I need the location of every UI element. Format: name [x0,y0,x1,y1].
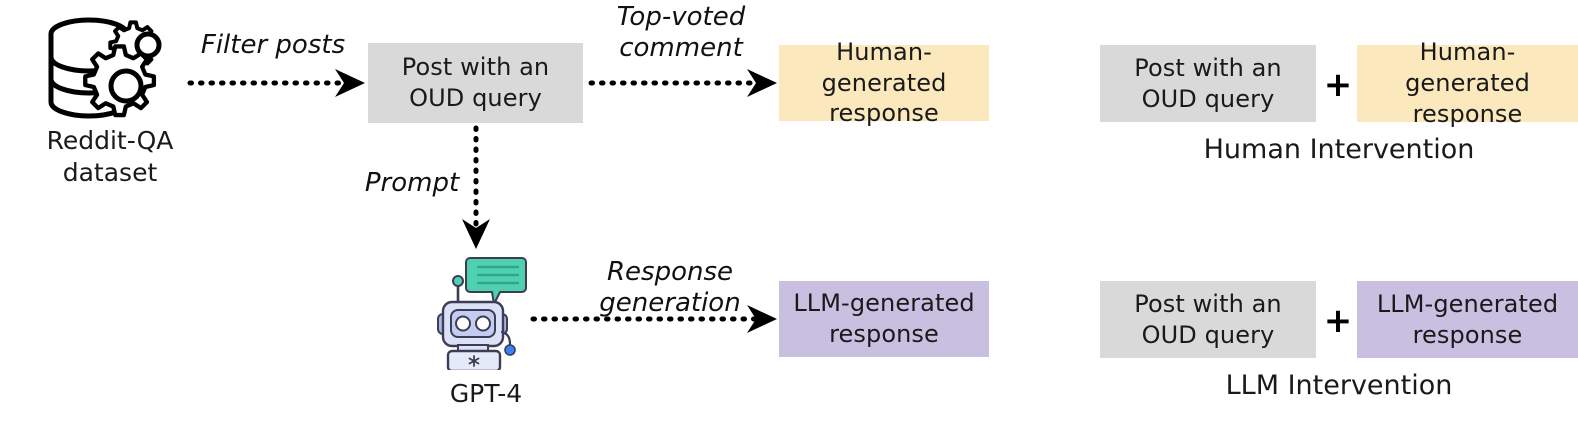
edge-label-prompt: Prompt [364,168,460,198]
source-label: Reddit-QA dataset [46,126,174,187]
node-post-with-oud-query[interactable]: Post with an OUD query [368,43,583,123]
pair-human-plus-sign: + [1323,65,1353,105]
snowflake-emblem-icon [468,355,480,367]
model-label: GPT-4 [449,379,523,408]
pair-llm-right-box[interactable]: LLM-generated response [1357,281,1578,358]
pair-human-right-box[interactable]: Human-generated response [1357,38,1578,128]
pair-llm-left-box[interactable]: Post with an OUD query [1100,281,1316,358]
node-llm-generated-response[interactable]: LLM-generated response [779,281,989,357]
edge-label-top-voted-comment: Top-voted comment [616,2,746,63]
node-human-generated-response[interactable]: Human-generated response [779,38,989,127]
pair-llm-caption: LLM Intervention [1225,370,1453,401]
pair-human-caption: Human Intervention [1203,134,1475,165]
robot-icon [436,252,536,370]
edge-label-response-generation: Response generation [599,257,741,318]
pair-llm-plus-sign: + [1323,301,1353,341]
pair-human-left-box[interactable]: Post with an OUD query [1100,45,1316,122]
speech-bubble-icon [465,257,527,308]
database-gears-icon [36,12,186,124]
edge-label-filter-posts: Filter posts [200,30,346,60]
